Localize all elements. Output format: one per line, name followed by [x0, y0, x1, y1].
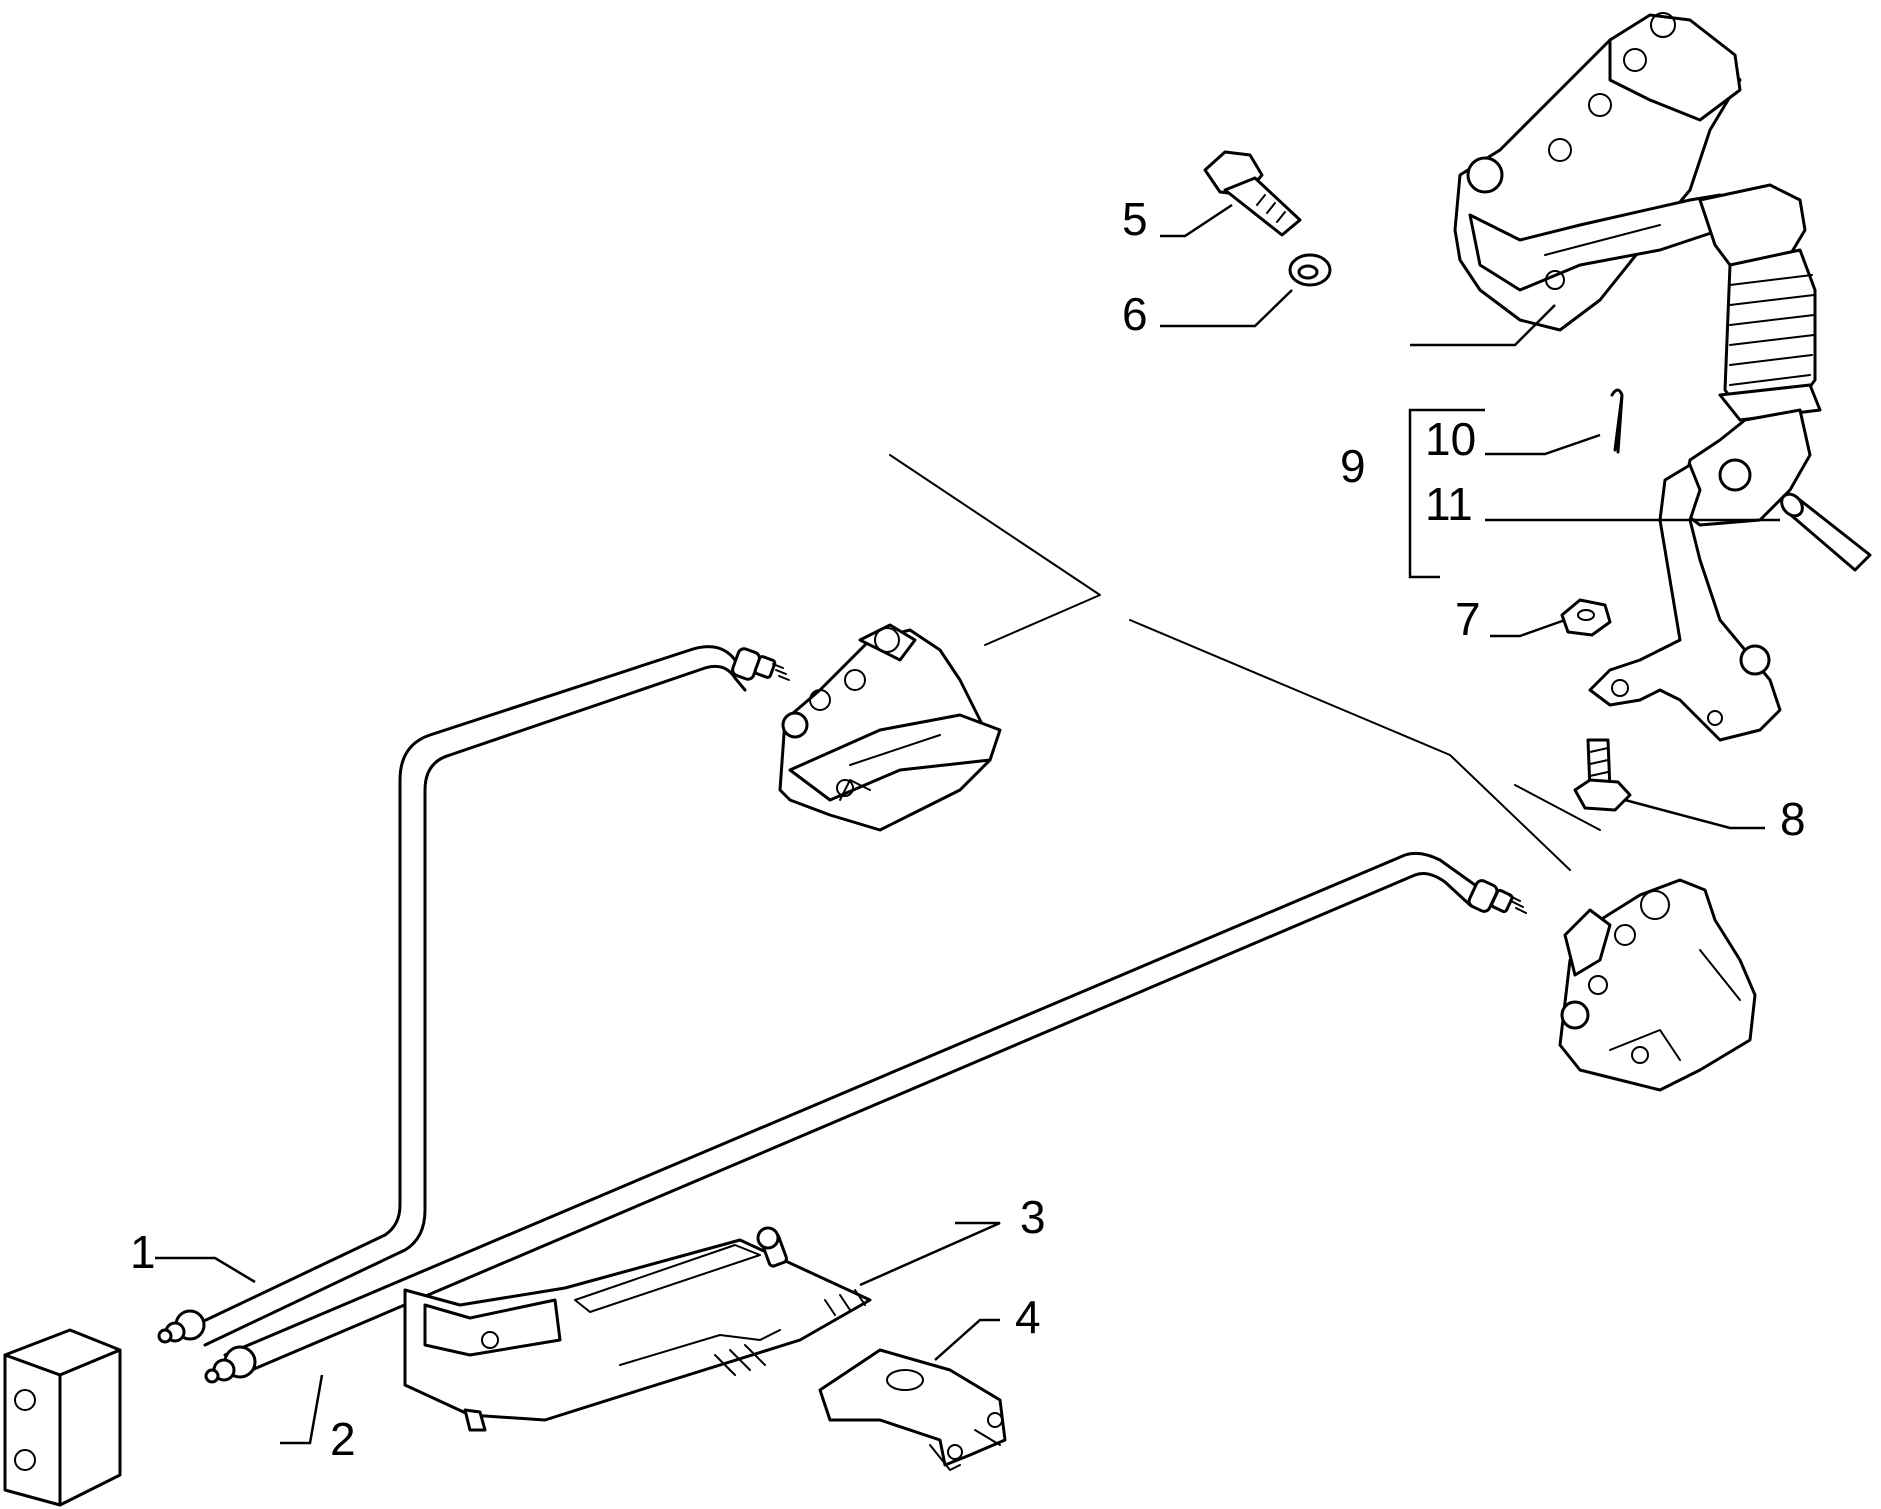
- callout-labels: 1 2 3 4 5 6 7 8 9 10 11: [130, 193, 1806, 1465]
- pressure-regulator-valve-lower[interactable]: [1558, 878, 1757, 1092]
- callout-7: 7: [1455, 593, 1481, 645]
- clevis-pin[interactable]: [1777, 490, 1872, 572]
- callout-9: 9: [1340, 440, 1366, 492]
- pipe-2-end-fitting-left: [204, 1345, 257, 1384]
- connector-block[interactable]: [3, 1328, 122, 1507]
- callout-2: 2: [330, 1413, 356, 1465]
- bracket-stud: [756, 1226, 788, 1268]
- brake-pipe-1[interactable]: [157, 645, 790, 1347]
- callout-1: 1: [130, 1226, 156, 1278]
- washer[interactable]: [1288, 253, 1332, 287]
- reference-lines: [889, 454, 1601, 871]
- bolt[interactable]: [1203, 150, 1302, 237]
- callout-8: 8: [1780, 793, 1806, 845]
- leader-lines: [155, 203, 1780, 1445]
- callout-3: 3: [1020, 1191, 1046, 1243]
- mounting-bracket[interactable]: [403, 1226, 872, 1432]
- nut[interactable]: [1560, 598, 1612, 637]
- callout-11: 11: [1425, 478, 1473, 530]
- bellows-boot: [1698, 183, 1822, 422]
- screw[interactable]: [1573, 738, 1632, 812]
- load-sensing-valve-assembly[interactable]: [1453, 12, 1822, 742]
- pressure-regulator-valve-upper[interactable]: [778, 623, 1002, 832]
- callout-4: 4: [1015, 1291, 1041, 1343]
- callout-6: 6: [1122, 288, 1148, 340]
- cotter-pin[interactable]: [1610, 388, 1624, 454]
- brake-pipe-2[interactable]: [204, 851, 1527, 1384]
- callout-5: 5: [1122, 193, 1148, 245]
- callout-10: 10: [1425, 413, 1476, 465]
- clamp-bracket[interactable]: [818, 1348, 1007, 1471]
- pipe-1-end-fitting-left: [157, 1309, 206, 1344]
- pipe-2-end-fitting-right: [1467, 879, 1527, 914]
- pipe-1-end-fitting-right: [731, 647, 790, 681]
